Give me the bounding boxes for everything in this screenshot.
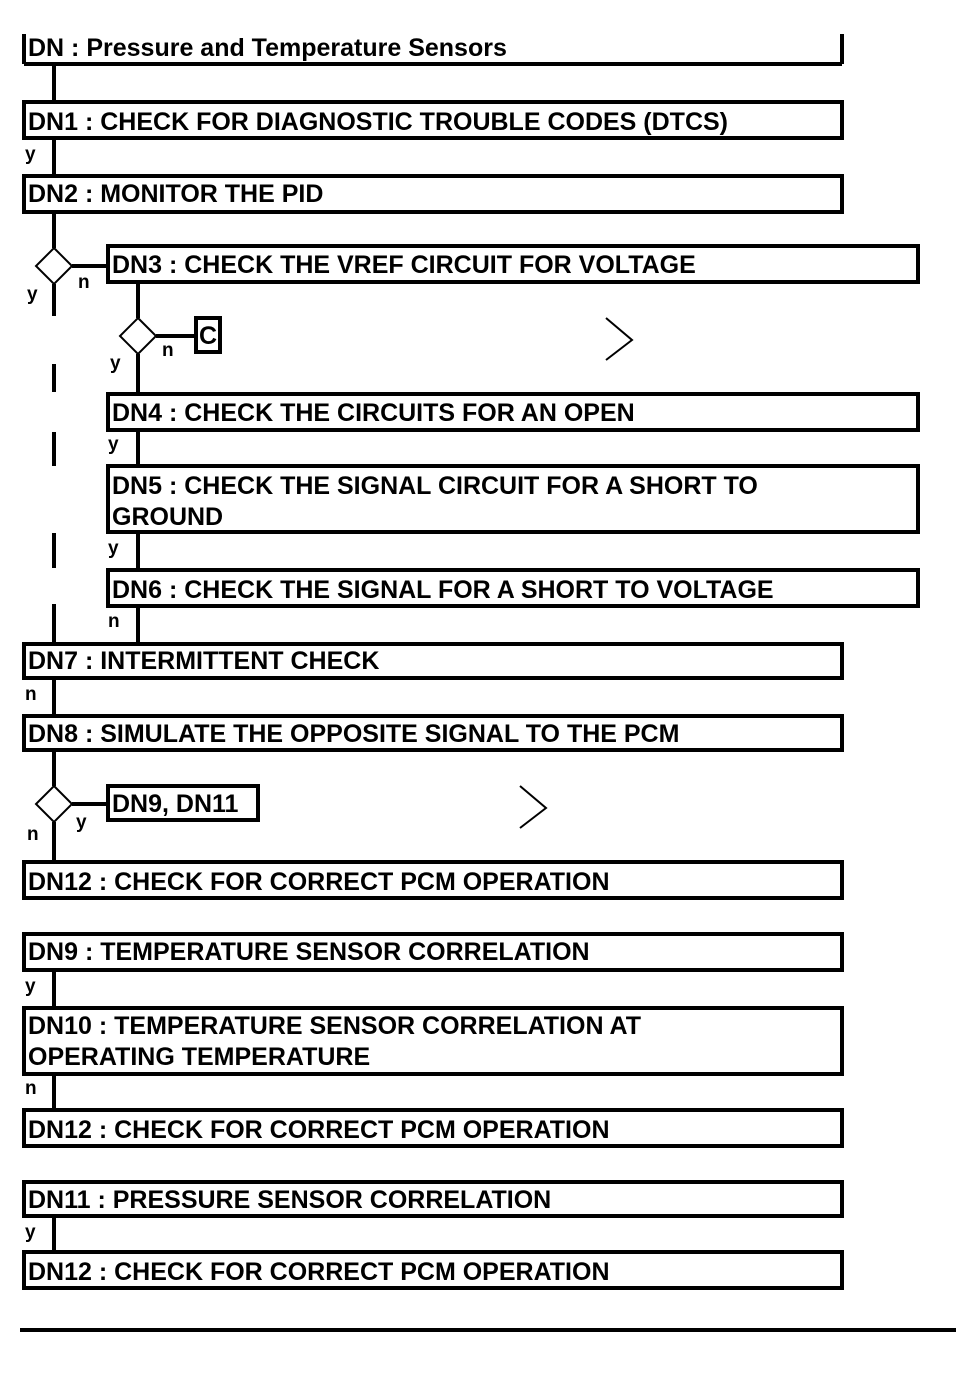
step-dn12-a[interactable]: DN12 : CHECK FOR CORRECT PCM OPERATION <box>22 860 844 900</box>
connector-c-label: C <box>199 322 217 350</box>
step-dn: DN : Pressure and Temperature Sensors <box>22 34 844 66</box>
step-dn2[interactable]: DN2 : MONITOR THE PID <box>22 174 844 214</box>
step-dn8[interactable]: DN8 : SIMULATE THE OPPOSITE SIGNAL TO TH… <box>22 714 844 752</box>
step-dn12-a-label: DN12 : CHECK FOR CORRECT PCM OPERATION <box>28 868 610 896</box>
decision-diamond-2 <box>118 316 158 356</box>
step-dn6[interactable]: DN6 : CHECK THE SIGNAL FOR A SHORT TO VO… <box>106 568 920 608</box>
step-dn12-b[interactable]: DN12 : CHECK FOR CORRECT PCM OPERATION <box>22 1108 844 1148</box>
step-dn12-c[interactable]: DN12 : CHECK FOR CORRECT PCM OPERATION <box>22 1250 844 1290</box>
step-dn4-label: DN4 : CHECK THE CIRCUITS FOR AN OPEN <box>112 399 635 427</box>
step-dn1[interactable]: DN1 : CHECK FOR DIAGNOSTIC TROUBLE CODES… <box>22 100 844 140</box>
step-dn11-label: DN11 : PRESSURE SENSOR CORRELATION <box>28 1186 551 1214</box>
connector-dn9-dn11-label: DN9, DN11 <box>112 790 239 818</box>
step-dn7-label: DN7 : INTERMITTENT CHECK <box>28 647 379 675</box>
step-dn6-label: DN6 : CHECK THE SIGNAL FOR A SHORT TO VO… <box>112 576 774 604</box>
branch-label: n <box>108 611 120 632</box>
branch-label: n <box>25 684 37 705</box>
step-dn2-label: DN2 : MONITOR THE PID <box>28 180 323 208</box>
chevron-right-icon <box>519 785 548 829</box>
step-dn-label: DN : Pressure and Temperature Sensors <box>28 34 507 62</box>
branch-labels: y n y y n y y n n n y y n y <box>25 144 174 1243</box>
step-dn10-label-line2: OPERATING TEMPERATURE <box>28 1043 370 1071</box>
step-dn5-label-line2: GROUND <box>112 503 223 531</box>
step-dn10[interactable]: DN10 : TEMPERATURE SENSOR CORRELATION AT… <box>22 1006 844 1076</box>
branch-label: n <box>78 272 90 293</box>
step-dn3[interactable]: DN3 : CHECK THE VREF CIRCUIT FOR VOLTAGE <box>106 244 920 284</box>
branch-label: n <box>25 1078 37 1099</box>
step-dn4[interactable]: DN4 : CHECK THE CIRCUITS FOR AN OPEN <box>106 392 920 432</box>
branch-label: y <box>108 538 119 559</box>
branch-label: y <box>76 812 87 833</box>
step-dn3-label: DN3 : CHECK THE VREF CIRCUIT FOR VOLTAGE <box>112 251 696 279</box>
branch-label: y <box>108 434 119 455</box>
step-dn1-label: DN1 : CHECK FOR DIAGNOSTIC TROUBLE CODES… <box>28 108 728 136</box>
step-dn5-label-line1: DN5 : CHECK THE SIGNAL CIRCUIT FOR A SHO… <box>112 472 758 500</box>
connector-dn9-dn11[interactable]: DN9, DN11 <box>106 784 260 822</box>
branch-label: y <box>110 353 121 374</box>
connectors <box>52 64 196 1252</box>
branch-label: y <box>25 976 36 997</box>
branch-label: y <box>25 1222 36 1243</box>
step-dn7[interactable]: DN7 : INTERMITTENT CHECK <box>22 642 844 680</box>
step-dn12-c-label: DN12 : CHECK FOR CORRECT PCM OPERATION <box>28 1258 610 1286</box>
step-dn11[interactable]: DN11 : PRESSURE SENSOR CORRELATION <box>22 1180 844 1218</box>
decision-diamond-1 <box>34 246 74 286</box>
step-dn10-label-line1: DN10 : TEMPERATURE SENSOR CORRELATION AT <box>28 1012 641 1040</box>
step-dn9-label: DN9 : TEMPERATURE SENSOR CORRELATION <box>28 938 590 966</box>
decision-diamond-3 <box>34 784 74 824</box>
connector-c[interactable]: C <box>194 316 222 354</box>
branch-label: y <box>27 284 38 305</box>
branch-label: y <box>25 144 36 165</box>
chevron-right-icon <box>605 317 634 361</box>
step-dn8-label: DN8 : SIMULATE THE OPPOSITE SIGNAL TO TH… <box>28 720 679 748</box>
branch-label: n <box>162 340 174 361</box>
step-dn5[interactable]: DN5 : CHECK THE SIGNAL CIRCUIT FOR A SHO… <box>106 464 920 534</box>
step-dn12-b-label: DN12 : CHECK FOR CORRECT PCM OPERATION <box>28 1116 610 1144</box>
step-dn9[interactable]: DN9 : TEMPERATURE SENSOR CORRELATION <box>22 932 844 972</box>
branch-label: n <box>27 824 39 845</box>
